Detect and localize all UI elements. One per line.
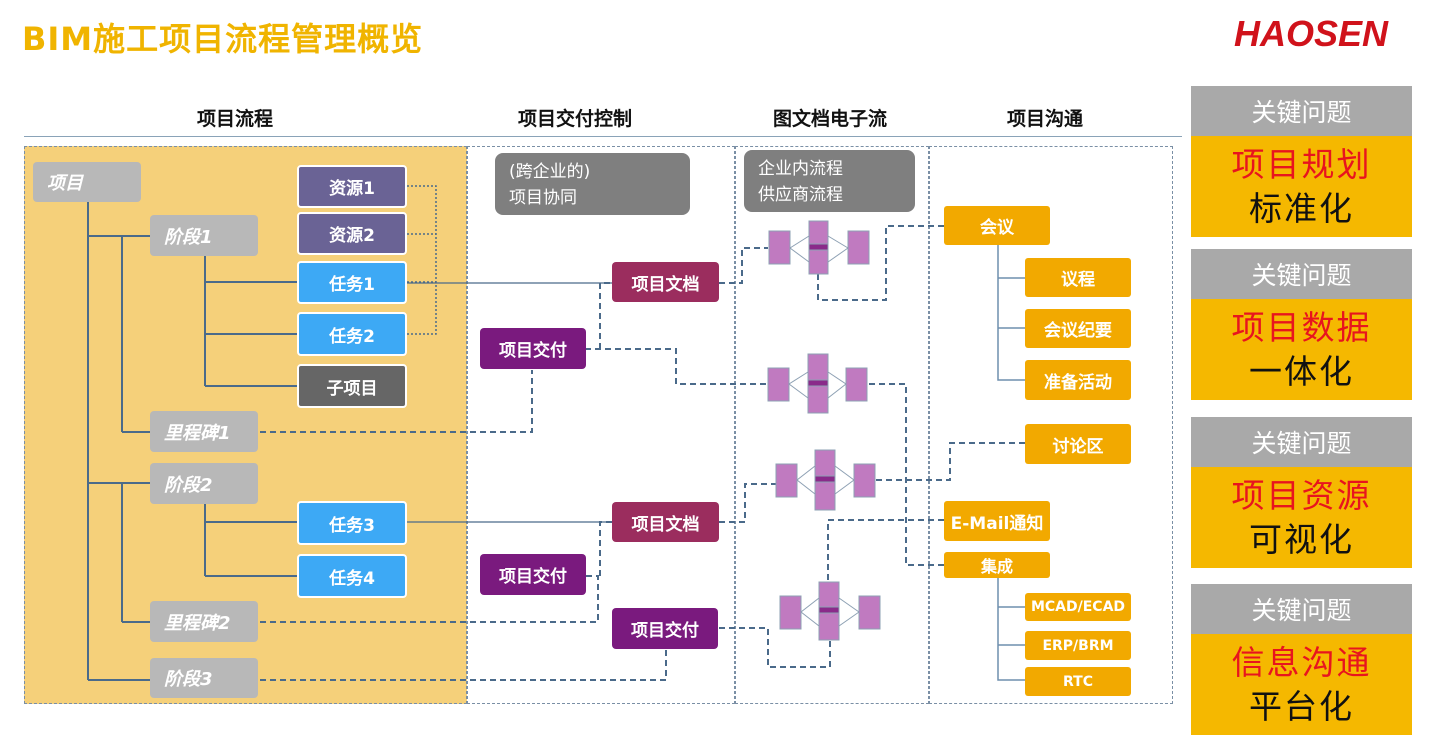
key-issue-card-2: 项目数据 一体化 [1191, 299, 1412, 400]
logo-text: HAOSEN [1234, 13, 1389, 54]
node-integration[interactable]: 集成 [944, 552, 1050, 578]
node-task3[interactable]: 任务3 [297, 501, 407, 545]
node-milestone2[interactable]: 里程碑2 [150, 601, 258, 642]
key-issue-1-line1: 项目规划 [1231, 144, 1372, 184]
resource-dotted-lines [407, 185, 437, 335]
process-note: 企业内流程 供应商流程 [744, 150, 915, 212]
key-issue-header-3: 关键问题 [1191, 417, 1412, 467]
key-issue-1-line2: 标准化 [1249, 188, 1354, 228]
node-delivery-2[interactable]: 项目交付 [480, 554, 586, 595]
key-issue-header-4: 关键问题 [1191, 584, 1412, 634]
eflow-diagram-4 [779, 581, 881, 641]
node-milestone1[interactable]: 里程碑1 [150, 411, 258, 452]
node-resource2[interactable]: 资源2 [297, 212, 407, 255]
dashed-links [260, 225, 1025, 681]
column-header-document-eflow: 图文档电子流 [772, 108, 887, 130]
eflow-diagram-3 [775, 449, 876, 511]
haosen-logo: HAOSEN [1230, 10, 1420, 54]
solid-arrows [407, 282, 612, 523]
node-task1[interactable]: 任务1 [297, 261, 407, 304]
node-delivery-1[interactable]: 项目交付 [480, 328, 586, 369]
key-issue-2-line2: 一体化 [1249, 351, 1354, 391]
key-issue-3-line1: 项目资源 [1231, 475, 1372, 515]
key-issue-2-line1: 项目数据 [1231, 307, 1372, 347]
note-line-1: (跨企业的) [509, 162, 591, 182]
key-issue-4-line1: 信息沟通 [1231, 642, 1372, 682]
tree-lines [87, 202, 298, 681]
node-stage2[interactable]: 阶段2 [150, 463, 258, 504]
node-delivery-3[interactable]: 项目交付 [612, 608, 718, 649]
eflow-note-line-1: 企业内流程 [758, 159, 843, 179]
key-issue-card-1: 项目规划 标准化 [1191, 136, 1412, 237]
node-erp-brm[interactable]: ERP/BRM [1025, 631, 1131, 660]
node-email-notify[interactable]: E-Mail通知 [944, 501, 1050, 541]
node-minutes[interactable]: 会议纪要 [1025, 309, 1131, 348]
node-task2[interactable]: 任务2 [297, 312, 407, 356]
header-divider [24, 136, 1182, 137]
node-rtc[interactable]: RTC [1025, 667, 1131, 696]
node-project-doc-2[interactable]: 项目文档 [612, 502, 719, 542]
key-issue-card-4: 信息沟通 平台化 [1191, 634, 1412, 735]
key-issue-3-line2: 可视化 [1249, 519, 1354, 559]
node-discussion[interactable]: 讨论区 [1025, 424, 1131, 464]
node-agenda[interactable]: 议程 [1025, 258, 1131, 297]
node-stage3[interactable]: 阶段3 [150, 658, 258, 698]
column-header-project-flow: 项目流程 [196, 108, 273, 130]
node-prep[interactable]: 准备活动 [1025, 360, 1131, 400]
node-subproject[interactable]: 子项目 [297, 364, 407, 408]
page-title: BIM施工项目流程管理概览 [22, 20, 424, 58]
node-stage1[interactable]: 阶段1 [150, 215, 258, 256]
key-issue-header-1: 关键问题 [1191, 86, 1412, 136]
column-header-delivery-control: 项目交付控制 [517, 108, 632, 130]
logo-graphic: HAOSEN [1234, 13, 1389, 54]
note-line-2: 项目协同 [509, 188, 577, 208]
key-issue-header-2: 关键问题 [1191, 249, 1412, 299]
eflow-note-line-2: 供应商流程 [758, 185, 843, 205]
node-project[interactable]: 项目 [33, 162, 141, 202]
key-issue-4-line2: 平台化 [1249, 686, 1354, 726]
key-issue-card-3: 项目资源 可视化 [1191, 467, 1412, 568]
node-task4[interactable]: 任务4 [297, 554, 407, 598]
node-meeting[interactable]: 会议 [944, 206, 1050, 245]
node-project-doc-1[interactable]: 项目文档 [612, 262, 719, 302]
comm-tree-lines [997, 245, 1025, 681]
cross-enterprise-note: (跨企业的) 项目协同 [495, 153, 690, 215]
node-resource1[interactable]: 资源1 [297, 165, 407, 208]
column-header-communication: 项目沟通 [1006, 108, 1083, 130]
node-mcad-ecad[interactable]: MCAD/ECAD [1025, 593, 1131, 621]
eflow-diagram-1 [768, 220, 870, 275]
eflow-diagram-2 [767, 353, 868, 414]
